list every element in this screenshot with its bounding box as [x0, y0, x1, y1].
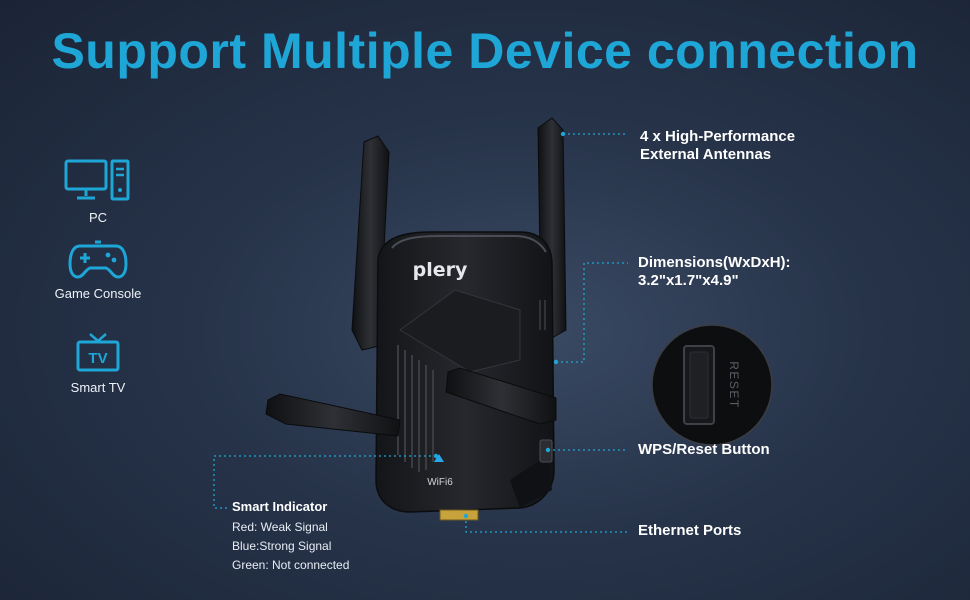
wifi6-badge: WiFi6: [427, 477, 453, 488]
gamepad-icon: [68, 240, 128, 279]
device-pc: PC: [23, 158, 173, 225]
tv-icon: TV: [76, 333, 120, 372]
svg-text:TV: TV: [88, 350, 107, 367]
callout-antennas-line1: 4 x High-Performance: [640, 128, 796, 145]
antenna-front-right: [445, 367, 557, 425]
reset-zoom-bubble: RESET: [651, 324, 773, 446]
smart-indicator-legend: Smart Indicator Red: Weak Signal Blue:St…: [232, 499, 349, 577]
indicator-arrow-icon: [434, 454, 444, 462]
indicator-line-green: Green: Not connected: [232, 558, 350, 572]
callout-ethernet-label: Ethernet Ports: [638, 522, 742, 539]
callout-antennas-line2: External Antennas: [640, 146, 772, 163]
reset-label: RESET: [727, 361, 741, 409]
antenna-front-left: [265, 393, 401, 437]
brand-logo: plery: [413, 259, 468, 281]
indicator-line-red: Red: Weak Signal: [232, 520, 328, 534]
callout-wps-label: WPS/Reset Button: [638, 441, 770, 458]
callout-antennas: 4 x High-Performance External Antennas: [640, 128, 795, 164]
device-game-console: Game Console: [23, 240, 173, 301]
page-title: Support Multiple Device connection: [51, 23, 919, 79]
device-label-pc: PC: [88, 210, 108, 225]
smart-indicator-heading: Smart Indicator: [232, 499, 328, 514]
device-smart-tv: TV Smart TV: [23, 332, 173, 395]
device-label-smart-tv: Smart TV: [70, 380, 126, 395]
wps-button: [539, 439, 553, 463]
ethernet-port: [439, 509, 479, 521]
callout-dimensions-line1: Dimensions(WxDxH):: [638, 254, 791, 271]
indicator-line-blue: Blue:Strong Signal: [232, 539, 332, 553]
callout-dimensions: Dimensions(WxDxH): 3.2"x1.7"x4.9": [638, 254, 791, 290]
device-label-game-console: Game Console: [54, 286, 142, 301]
pc-icon: [64, 159, 130, 201]
callout-wps: WPS/Reset Button: [638, 441, 770, 459]
callout-ethernet: Ethernet Ports: [638, 522, 741, 540]
callout-dimensions-line2: 3.2"x1.7"x4.9": [638, 272, 739, 289]
